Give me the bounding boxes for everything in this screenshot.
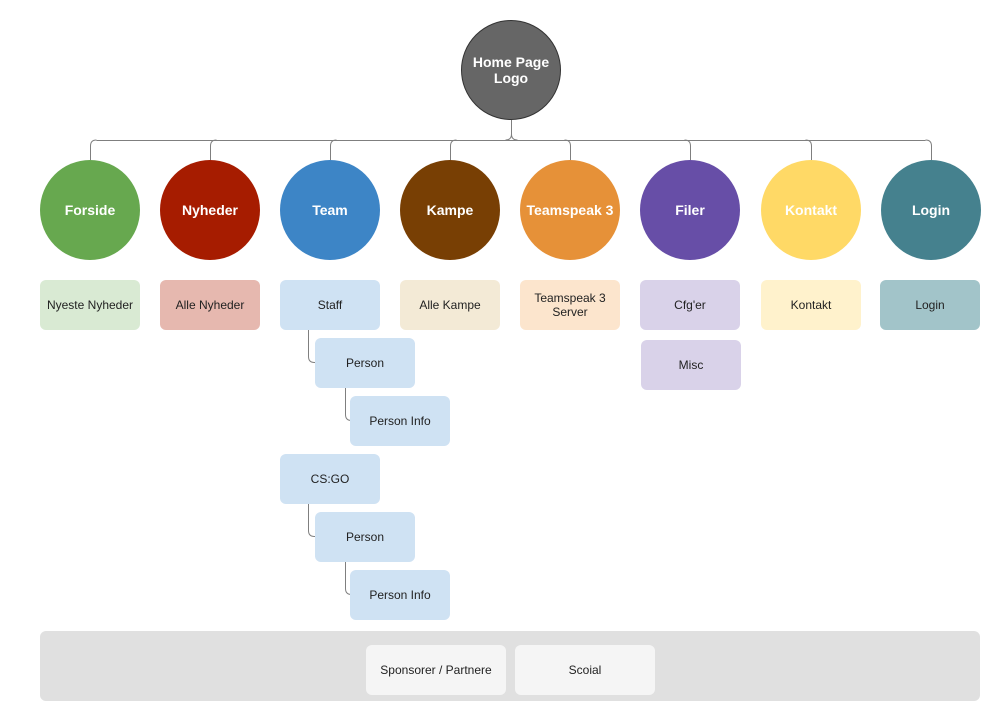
elbow-csgo-person <box>308 504 315 537</box>
section-label: Teamspeak 3 <box>526 202 614 218</box>
page-node-login: Login <box>880 280 980 330</box>
section-label: Nyheder <box>181 202 239 218</box>
footer-label: Scoial <box>568 663 602 677</box>
section-label: Team <box>312 202 348 218</box>
page-label: Nyeste Nyheder <box>46 298 134 312</box>
page-label: Person Info <box>369 414 431 428</box>
page-node-staff-person-info: Person Info <box>350 396 450 446</box>
section-label: Kampe <box>426 202 474 218</box>
drop-line-4 <box>564 139 571 160</box>
page-node-csgo-person: Person <box>315 512 415 562</box>
root-stem-line-right <box>511 133 518 141</box>
section-node-filer: Filer <box>640 160 740 260</box>
section-node-kampe: Kampe <box>400 160 500 260</box>
page-label: Teamspeak 3 Server <box>534 291 606 319</box>
page-node-kontakt: Kontakt <box>761 280 861 330</box>
page-node-csgo-person-info: Person Info <box>350 570 450 620</box>
root-stem-line <box>505 120 512 141</box>
page-node-alle-kampe: Alle Kampe <box>400 280 500 330</box>
page-node-misc: Misc <box>641 340 741 390</box>
root-node-label: Home Page Logo <box>472 54 550 86</box>
section-node-kontakt: Kontakt <box>761 160 861 260</box>
drop-line-2 <box>330 139 337 160</box>
section-label: Filer <box>675 202 705 218</box>
drop-line-5 <box>684 139 691 160</box>
section-node-nyheder: Nyheder <box>160 160 260 260</box>
drop-line-1 <box>210 139 217 160</box>
section-node-teamspeak-3: Teamspeak 3 <box>520 160 620 260</box>
page-label: Person Info <box>369 588 431 602</box>
page-label: Misc <box>678 358 704 372</box>
page-label: Kontakt <box>790 298 832 312</box>
page-node-alle-nyheder: Alle Nyheder <box>160 280 260 330</box>
drop-line-6 <box>805 139 812 160</box>
page-node-staff-person: Person <box>315 338 415 388</box>
elbow-staff-person <box>308 330 315 363</box>
page-node-staff: Staff <box>280 280 380 330</box>
page-label: CS:GO <box>310 472 350 486</box>
drop-line-0 <box>90 139 97 160</box>
section-node-team: Team <box>280 160 380 260</box>
page-label: Person <box>345 356 385 370</box>
page-label: Alle Kampe <box>419 298 481 312</box>
page-label: Cfg'er <box>674 298 706 312</box>
page-label: Staff <box>317 298 343 312</box>
page-label: Login <box>915 298 945 312</box>
page-label: Person <box>345 530 385 544</box>
page-node-cfg-er: Cfg'er <box>640 280 740 330</box>
section-label: Forside <box>64 202 116 218</box>
page-label: Alle Nyheder <box>175 298 245 312</box>
drop-line-7 <box>925 139 932 160</box>
root-node-home-page-logo: Home Page Logo <box>461 20 561 120</box>
footer-bar <box>40 631 980 701</box>
footer-label: Sponsorer / Partnere <box>380 663 492 677</box>
page-node-csgo: CS:GO <box>280 454 380 504</box>
section-label: Kontakt <box>784 202 838 218</box>
footer-node-sponsorer-partnere: Sponsorer / Partnere <box>366 645 506 695</box>
page-node-teamspeak-3-server: Teamspeak 3 Server <box>520 280 620 330</box>
page-node-nyeste-nyheder: Nyeste Nyheder <box>40 280 140 330</box>
section-node-login: Login <box>881 160 981 260</box>
footer-node-scoial: Scoial <box>515 645 655 695</box>
section-label: Login <box>911 202 951 218</box>
section-node-forside: Forside <box>40 160 140 260</box>
drop-line-3 <box>450 139 457 160</box>
